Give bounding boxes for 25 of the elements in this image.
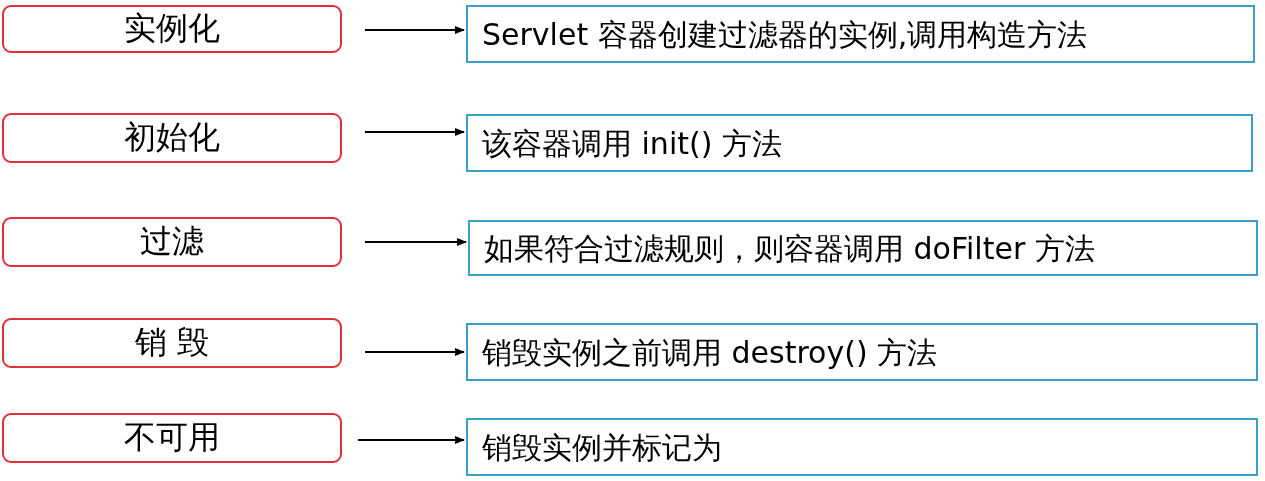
- stage-box: [2, 217, 342, 267]
- description-box: [466, 323, 1258, 381]
- description-text: 销毁实例并标记为: [482, 430, 722, 464]
- description-text: Servlet 容器创建过滤器的实例,调用构造方法: [482, 17, 1088, 51]
- arrow: [364, 128, 465, 136]
- stage-label: 销 毁: [134, 325, 210, 361]
- arrow: [364, 26, 465, 34]
- description-box: [468, 220, 1258, 276]
- description-text: 如果符合过滤规则，则容器调用 doFilter 方法: [484, 231, 1095, 265]
- stage-label: 过滤: [140, 224, 204, 260]
- stage-label: 不可用: [124, 420, 220, 456]
- description-box: [466, 5, 1255, 63]
- arrow: [364, 348, 465, 356]
- description-box: [466, 418, 1258, 476]
- description-text: 该容器调用 init() 方法: [482, 126, 782, 160]
- stage-label: 初始化: [124, 120, 220, 156]
- stage-box: [2, 5, 342, 53]
- stage-box: [2, 113, 342, 163]
- description-box: [466, 114, 1253, 172]
- arrow: [357, 436, 465, 444]
- stage-box: [2, 318, 342, 368]
- arrow: [364, 238, 467, 246]
- stage-label: 实例化: [124, 11, 220, 47]
- description-text: 销毁实例之前调用 destroy() 方法: [482, 335, 938, 369]
- stage-box: [2, 413, 342, 463]
